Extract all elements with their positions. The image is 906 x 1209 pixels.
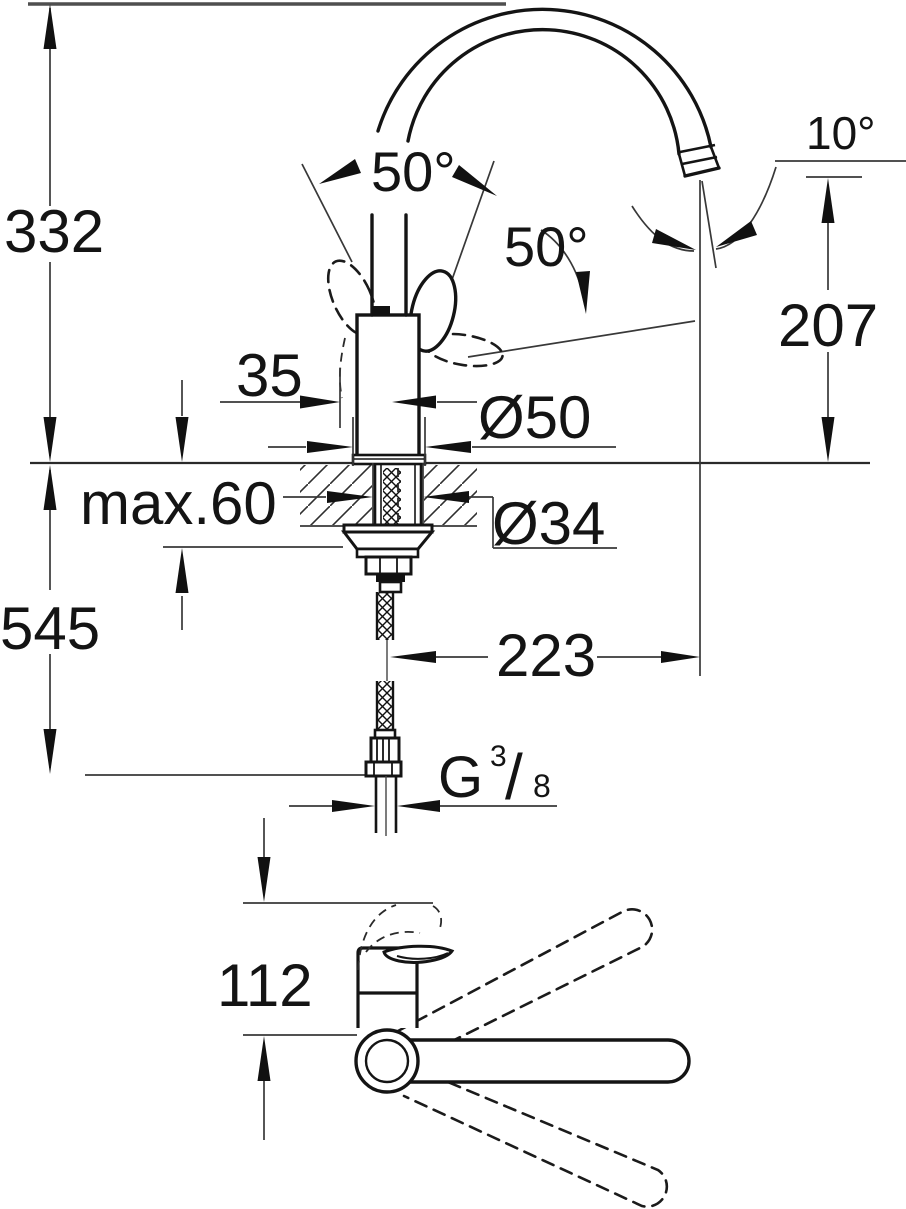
mounting-nut: [364, 555, 413, 576]
dim-overall-height: [43, 4, 57, 774]
dim-spout-reach: [390, 651, 700, 663]
dim-handle-offset: [220, 368, 477, 428]
faucet-body-front: [351, 213, 427, 466]
label-hose-length: 545: [0, 595, 100, 662]
label-spout-angle: 10°: [806, 107, 876, 159]
lever-pad-top-view: [382, 944, 455, 964]
dim-hole-diameter: [283, 491, 617, 549]
dimension-labels: 332 545 max.60 35 Ø50 Ø34 207 223 112 10…: [0, 107, 878, 1019]
label-thread-g: G: [438, 745, 483, 810]
label-handle-offset: 35: [236, 342, 303, 409]
dim-counter-thickness: [163, 380, 343, 630]
label-thread-slash: /: [505, 741, 523, 813]
spout-outline: [376, 7, 721, 178]
swivel-bearing-inner: [364, 1038, 410, 1084]
handle-knob: [408, 269, 458, 353]
body-outline: [355, 313, 421, 458]
dim-swivel-offset: [243, 818, 433, 1140]
dim-spout-height: [821, 178, 835, 462]
spout-position-lower: [402, 1065, 669, 1208]
hose-collar: [369, 736, 401, 764]
label-spout-reach: 223: [496, 622, 596, 689]
label-spout-height: 207: [778, 292, 878, 359]
connection-pipe: [374, 776, 398, 833]
spout-top-view: [400, 1038, 691, 1084]
dim-thread-size: [289, 800, 557, 812]
spout-position-upper: [396, 908, 654, 1059]
dim-base-diameter: [268, 417, 616, 466]
label-handle-angle-top: 50°: [371, 140, 456, 203]
reference-lines: [28, 2, 870, 776]
hose-nut: [364, 760, 403, 778]
label-hole-diameter: Ø34: [492, 490, 605, 557]
label-counter-thickness: max.60: [80, 470, 277, 537]
top-view: [354, 904, 691, 1208]
annotation-spout-angle: [631, 160, 906, 676]
stream-angle-line: [701, 180, 717, 269]
label-thread-numerator: 3: [490, 740, 507, 773]
label-swivel-offset: 112: [217, 952, 313, 1019]
label-handle-angle-side: 50°: [504, 215, 589, 278]
under-counter-assembly: [340, 463, 436, 594]
lever-hinge: [372, 306, 390, 316]
label-base-diameter: Ø50: [478, 384, 591, 451]
label-thread-denominator: 8: [533, 768, 551, 804]
flexible-hose: [364, 592, 403, 836]
label-overall-height: 332: [4, 198, 104, 265]
